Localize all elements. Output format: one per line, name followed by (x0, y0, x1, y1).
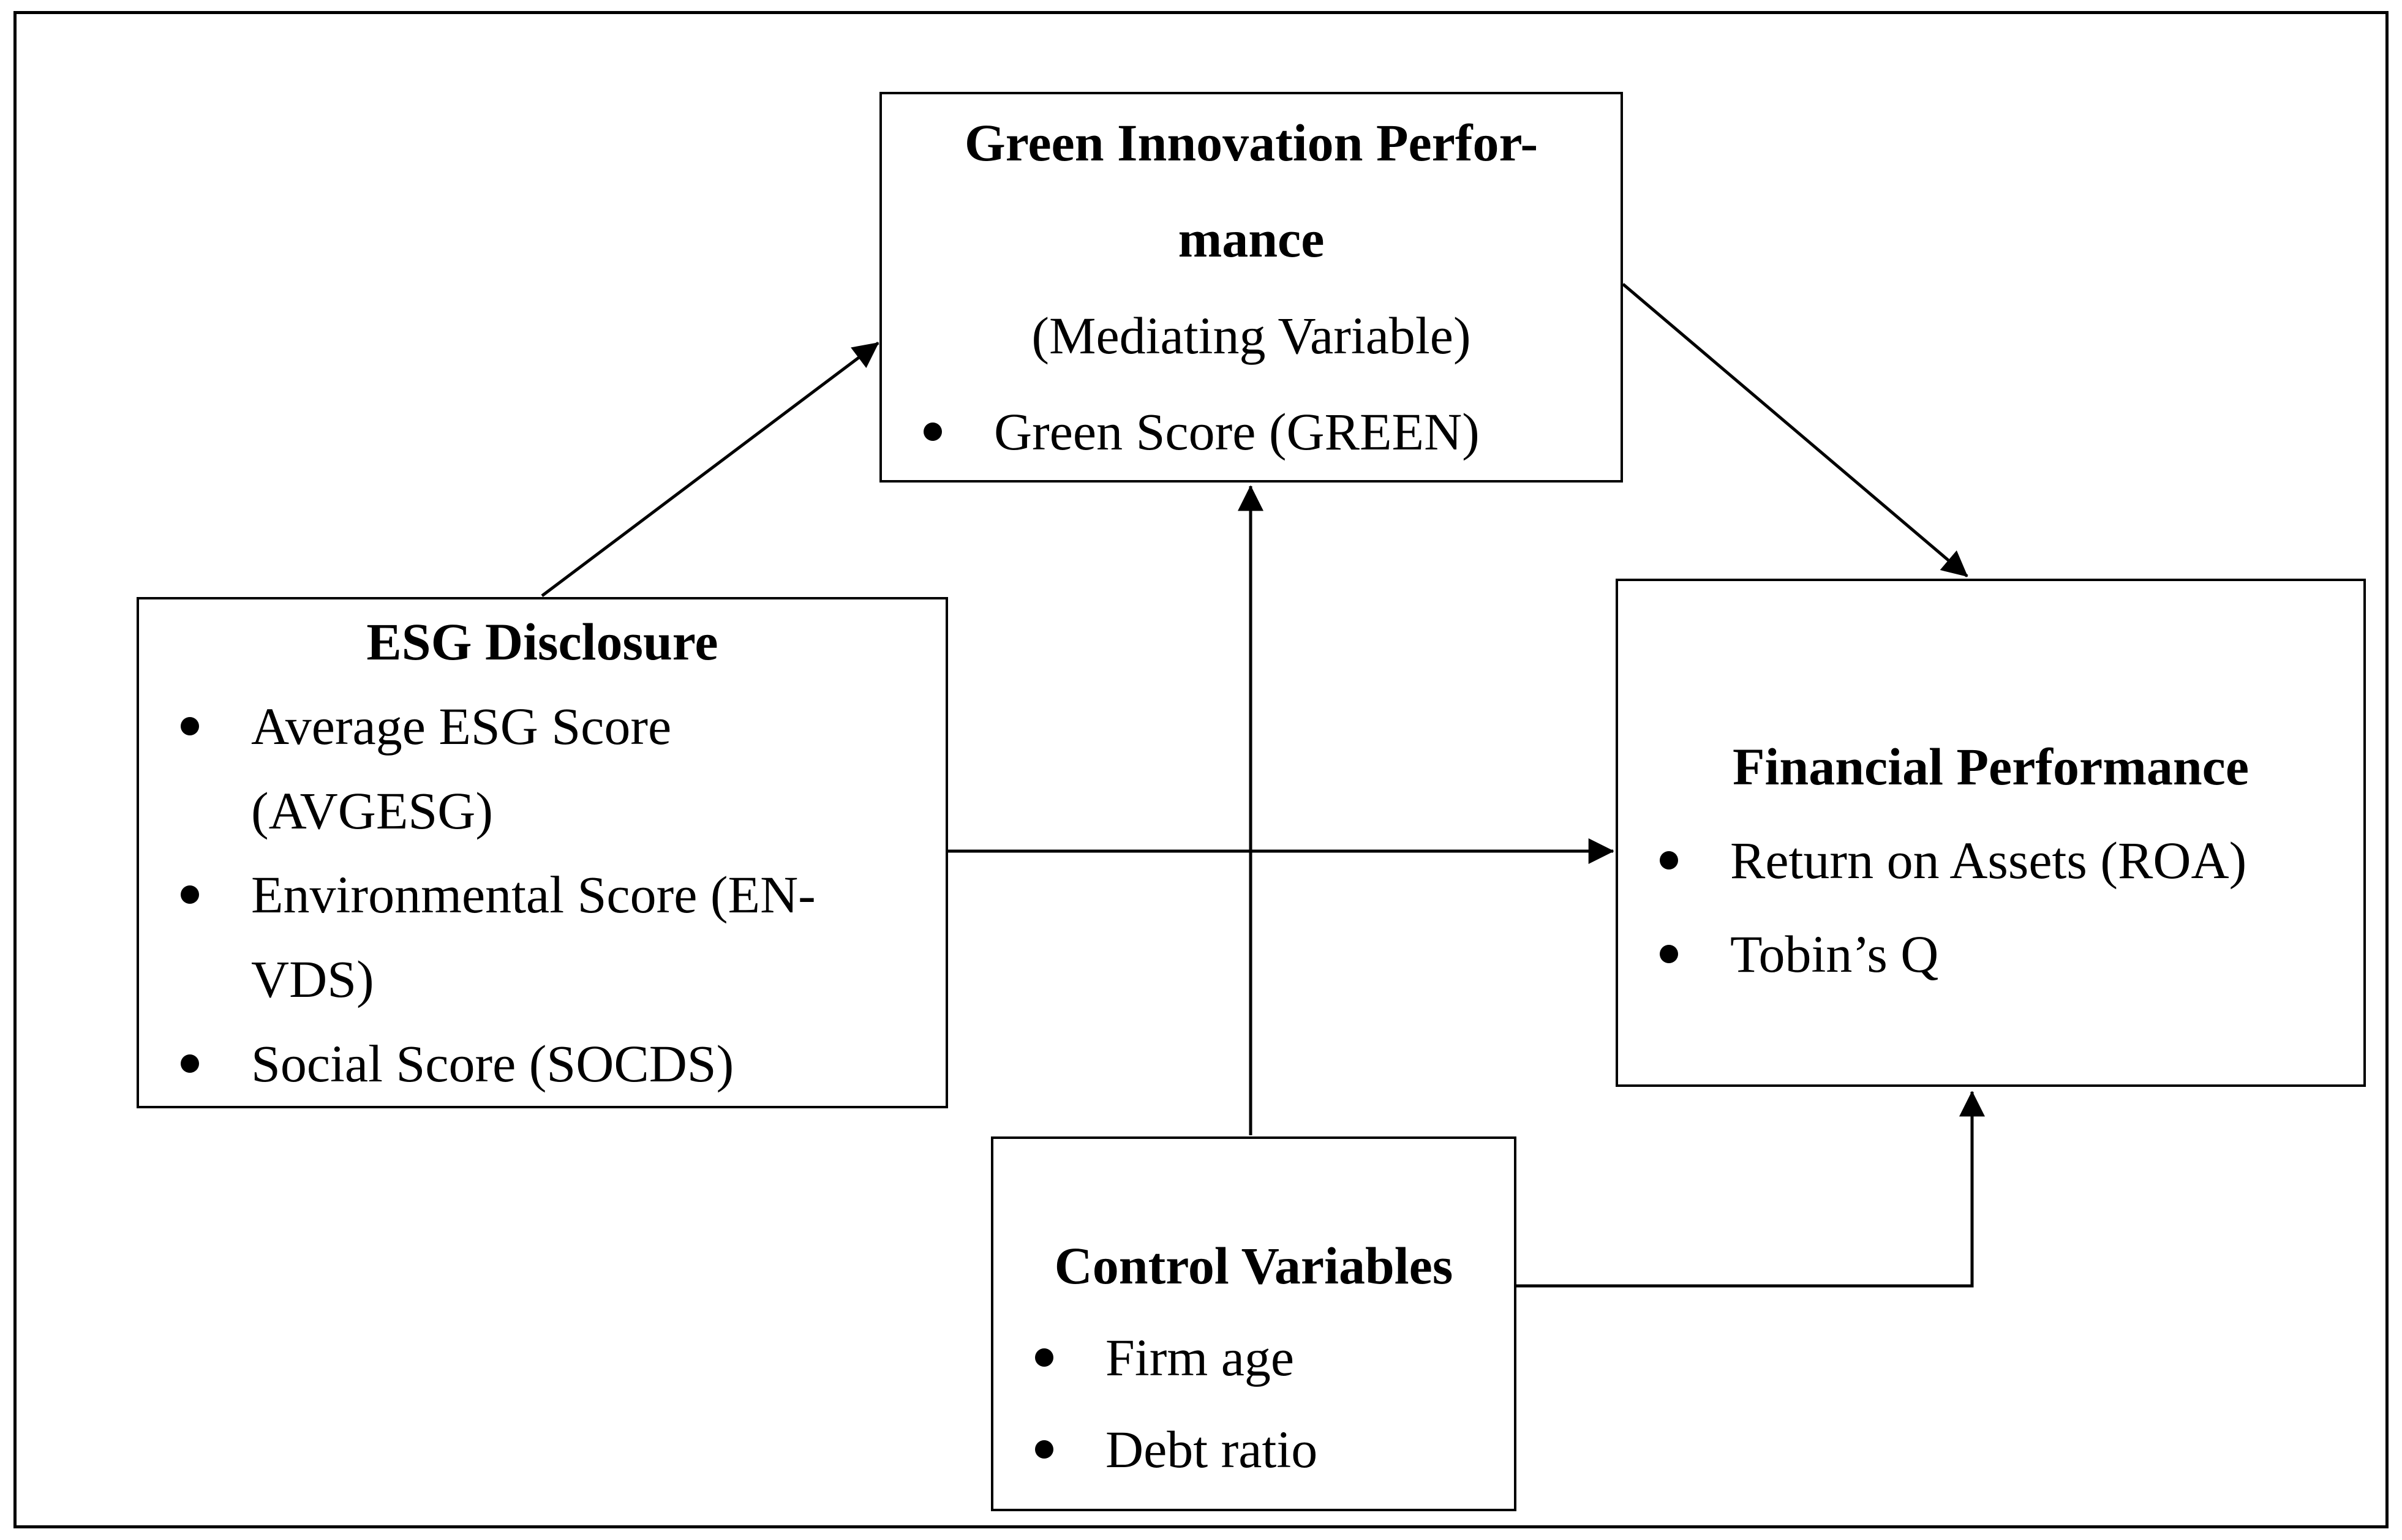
list-item: Firm age (993, 1312, 1514, 1403)
bullet-icon (181, 1054, 199, 1073)
bullet-icon (1035, 1348, 1053, 1367)
control-bullet-debt-ratio: Debt ratio (1105, 1420, 1318, 1479)
list-item: Debt ratio (993, 1403, 1514, 1495)
list-item: Social Score (SOCDS) (139, 1021, 946, 1106)
green-box-title-line-1: Green Innovation Perfor- (964, 113, 1538, 172)
figure-border (13, 11, 2389, 1528)
financial-box-title: Financial Performance (1732, 737, 2250, 796)
control-box-title: Control Variables (1054, 1236, 1453, 1295)
box-green-innovation-performance: Green Innovation Perfor- mance (Mediatin… (879, 92, 1623, 483)
list-item: Average ESG Score (139, 684, 946, 768)
financial-bullet-tobins-q: Tobin’s Q (1730, 924, 1939, 983)
bullet-icon (924, 423, 942, 441)
list-item: Tobin’s Q (1618, 907, 2363, 1001)
control-bullet-firm-age: Firm age (1105, 1328, 1295, 1387)
financial-bullet-roa: Return on Assets (ROA) (1730, 830, 2247, 890)
green-box-title-line-2: mance (1178, 209, 1325, 269)
list-item: Environmental Score (EN- (139, 852, 946, 937)
bullet-icon (181, 885, 199, 904)
esg-bullet-environmental-score-cont: VDS) (251, 950, 374, 1009)
esg-bullet-average-esg-score: Average ESG Score (251, 696, 672, 756)
esg-bullet-social-score: Social Score (SOCDS) (251, 1034, 734, 1094)
box-esg-disclosure: ESG Disclosure Average ESG Score (AVGESG… (137, 597, 948, 1108)
bullet-icon (1660, 851, 1678, 870)
green-box-bullet-green-score: Green Score (GREEN) (994, 402, 1480, 462)
esg-bullet-environmental-score: Environmental Score (EN- (251, 865, 816, 925)
box-financial-performance: Financial Performance Return on Assets (… (1616, 579, 2366, 1087)
list-item: Return on Assets (ROA) (1618, 813, 2363, 907)
esg-bullet-average-esg-score-cont: (AVGESG) (251, 781, 493, 840)
bullet-icon (1035, 1440, 1053, 1459)
bullet-icon (1660, 944, 1678, 963)
box-control-variables: Control Variables Firm age Debt ratio (991, 1136, 1516, 1511)
list-item: Green Score (GREEN) (882, 384, 1621, 481)
green-box-subtitle: (Mediating Variable) (1031, 306, 1471, 365)
bullet-icon (181, 716, 199, 735)
esg-box-title: ESG Disclosure (366, 612, 718, 671)
